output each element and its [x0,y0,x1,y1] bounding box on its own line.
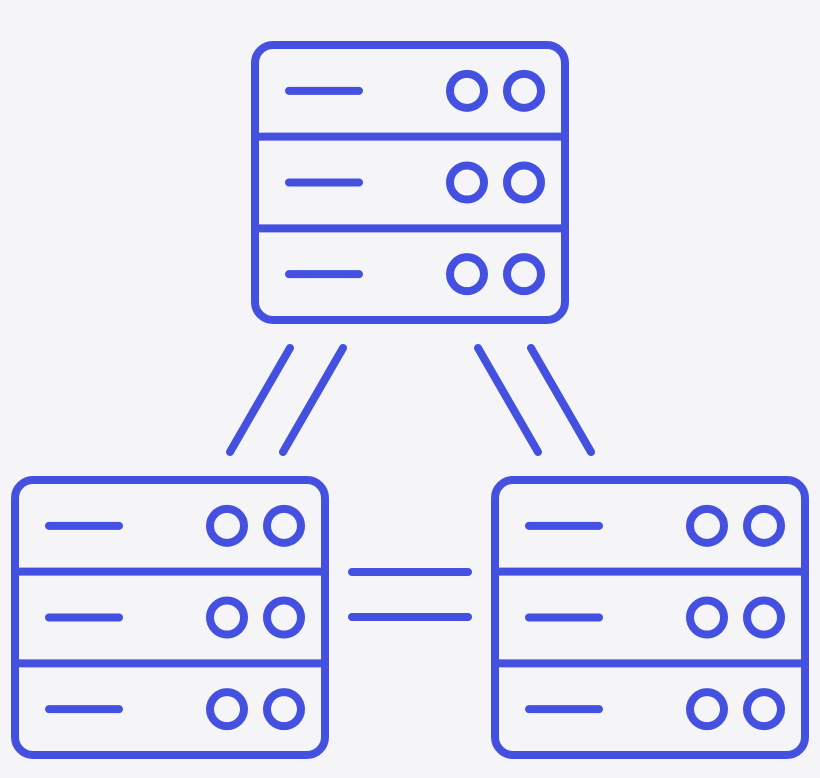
server-frame [491,476,809,759]
status-led-icon [743,504,785,547]
link-server-top-to-server-bottom-left [226,344,347,456]
status-led-icon [743,596,785,639]
servers [11,41,809,759]
server-unit [285,161,545,204]
status-led-icon [263,596,305,639]
connection-line [474,344,542,456]
server-unit [525,504,785,547]
server-frame [11,476,329,759]
server-bottom-left [11,476,329,759]
status-led-icon [686,688,728,731]
server-bottom-right [491,476,809,759]
link-server-top-to-server-bottom-right [474,344,595,456]
status-led-icon [446,69,488,112]
server-unit [525,688,785,731]
status-led-icon [446,253,488,296]
status-led-icon [206,596,248,639]
server-unit [45,504,305,547]
status-led-icon [263,504,305,547]
status-led-icon [206,688,248,731]
status-led-icon [263,688,305,731]
connection-line [279,344,347,456]
status-led-icon [446,161,488,204]
server-top [251,41,569,324]
status-led-icon [503,69,545,112]
connection-line [226,344,294,456]
server-unit [525,596,785,639]
status-led-icon [686,596,728,639]
status-led-icon [503,253,545,296]
link-server-bottom-left-to-server-bottom-right [348,568,472,621]
server-frame [251,41,569,324]
status-led-icon [503,161,545,204]
server-unit [285,69,545,112]
status-led-icon [743,688,785,731]
connection-line [527,344,595,456]
connections [226,344,595,621]
server-unit [285,253,545,296]
server-unit [45,596,305,639]
status-led-icon [206,504,248,547]
server-unit [45,688,305,731]
status-led-icon [686,504,728,547]
